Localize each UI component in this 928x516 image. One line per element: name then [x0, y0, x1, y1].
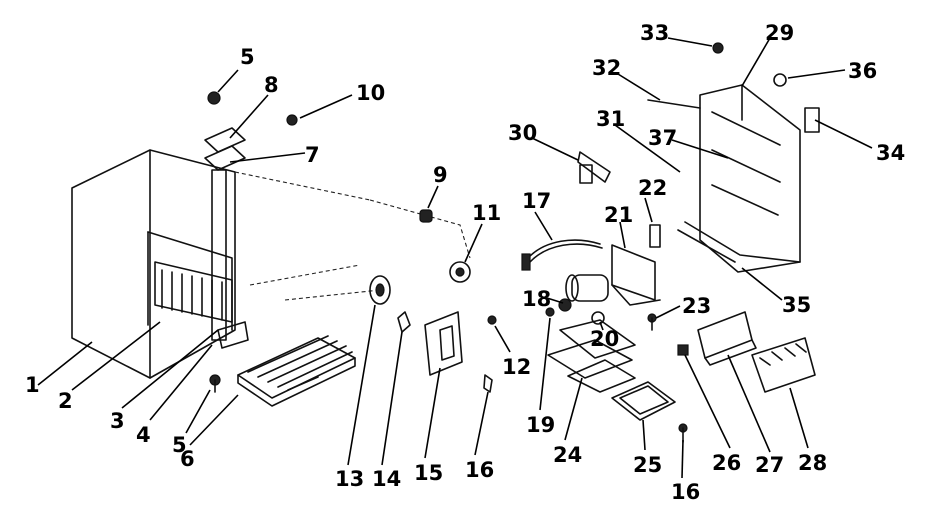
- callout-25: 25: [633, 453, 662, 477]
- ice-tray-components: [677, 311, 816, 443]
- leader-lines: [37, 37, 873, 479]
- callout-24: 24: [553, 443, 582, 467]
- callout-28: 28: [798, 451, 827, 475]
- callout-34: 34: [876, 141, 905, 165]
- callout-22: 22: [638, 176, 667, 200]
- callout-labels: 1 2 3 4 5 5 6 7 8 9 10 11 12 13 14 15 16…: [25, 21, 905, 504]
- hinge-assembly-part: [204, 91, 298, 393]
- callout-11: 11: [472, 201, 501, 225]
- callout-8: 8: [264, 73, 279, 97]
- icemaker-components: [521, 224, 676, 421]
- callout-31: 31: [596, 107, 625, 131]
- callout-27: 27: [755, 453, 784, 477]
- callout-5-bottom: 5: [172, 433, 187, 457]
- wire-shelf-part: [237, 335, 356, 407]
- callout-32: 32: [592, 56, 621, 80]
- callout-6: 6: [180, 447, 195, 471]
- liner-shelf-part: [154, 261, 233, 323]
- callout-19: 19: [526, 413, 555, 437]
- callout-16-right: 16: [671, 480, 700, 504]
- callout-1: 1: [25, 373, 40, 397]
- callout-16-center: 16: [465, 458, 494, 482]
- callout-3: 3: [110, 409, 125, 433]
- callout-9: 9: [433, 163, 448, 187]
- callout-26: 26: [712, 451, 741, 475]
- callout-13: 13: [335, 467, 364, 491]
- callout-35: 35: [782, 293, 811, 317]
- callout-2: 2: [58, 389, 73, 413]
- callout-12: 12: [502, 355, 531, 379]
- callout-18: 18: [522, 287, 551, 311]
- callout-7: 7: [305, 143, 320, 167]
- callout-10: 10: [356, 81, 385, 105]
- callout-21: 21: [604, 203, 633, 227]
- callout-23: 23: [682, 294, 711, 318]
- callout-20: 20: [590, 327, 619, 351]
- callout-37: 37: [648, 126, 677, 150]
- callout-14: 14: [372, 467, 401, 491]
- callout-29: 29: [765, 21, 794, 45]
- callout-33: 33: [640, 21, 669, 45]
- callout-5-top: 5: [240, 45, 255, 69]
- cabinet-part: [71, 149, 471, 379]
- callout-15: 15: [414, 461, 443, 485]
- callout-17: 17: [522, 189, 551, 213]
- callout-30: 30: [508, 121, 537, 145]
- callout-4: 4: [136, 423, 151, 447]
- small-parts-center: [369, 209, 497, 393]
- callout-36: 36: [848, 59, 877, 83]
